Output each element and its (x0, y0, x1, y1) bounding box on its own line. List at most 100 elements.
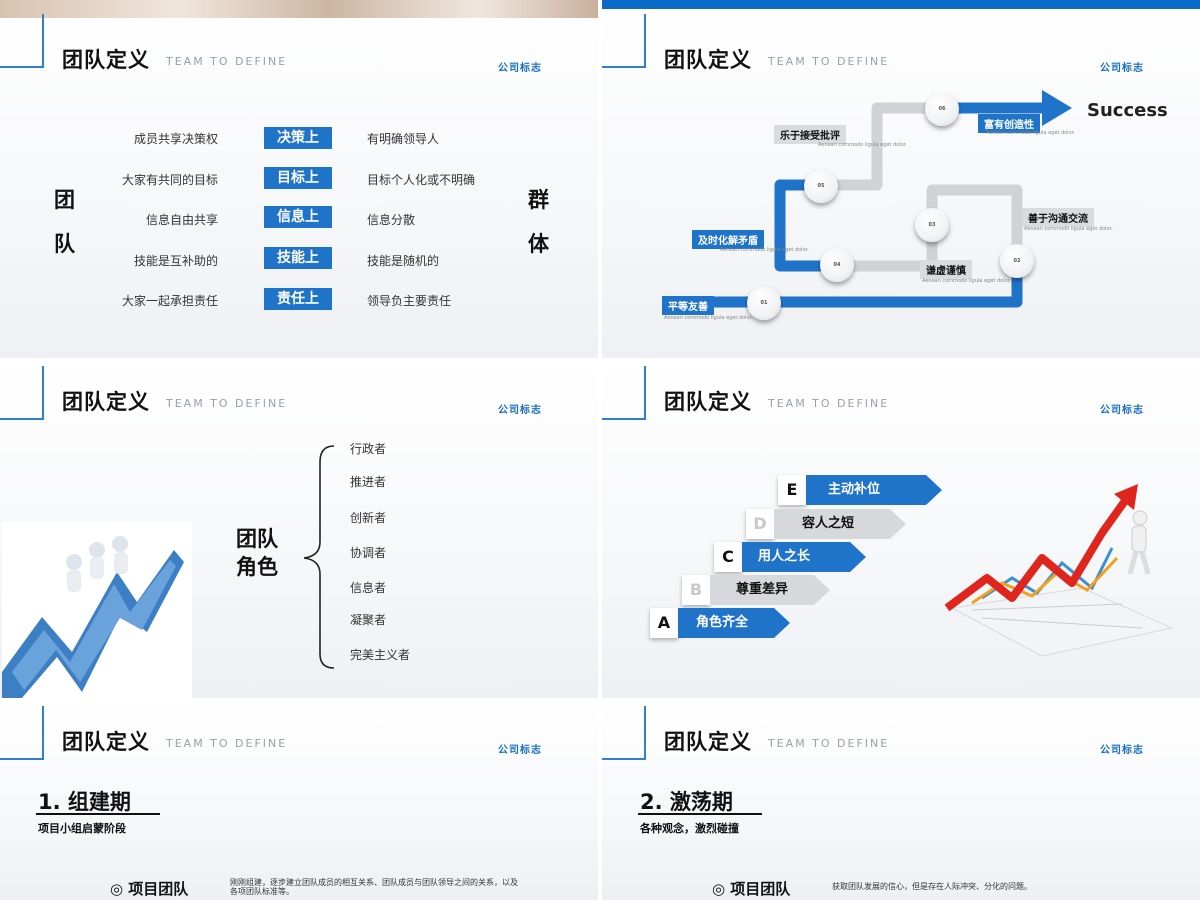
slide-forming-stage[interactable]: 团队定义 TEAM TO DEFINE 公司标志 1. 组建期 项目小组启蒙阶段… (0, 702, 598, 900)
team-char-1: 团 (54, 188, 75, 212)
role-item: 推进者 (350, 475, 387, 489)
step-letter: B (682, 575, 710, 605)
company-logo-text: 公司标志 (498, 405, 542, 416)
slide-team-qualities-path[interactable]: 团队定义 TEAM TO DEFINE 公司标志 Success 01 02 0… (602, 0, 1200, 358)
step-label: 尊重差异 (710, 575, 830, 605)
step-label: 容人之短 (774, 509, 906, 539)
header-corner-line (602, 366, 646, 420)
step-d: D 容人之短 (746, 509, 906, 539)
caption-text: Aenean commodo ligula eget dolor. (664, 315, 753, 321)
path-node-04: 04 (820, 248, 854, 282)
step-b: B 尊重差异 (682, 575, 830, 605)
step-letter: A (650, 608, 678, 638)
phase-subtitle: 各种观念，激烈碰撞 (640, 822, 739, 835)
slide-title: 团队定义 (62, 390, 150, 414)
success-label: Success (1087, 100, 1168, 121)
team-climbing-illustration (2, 522, 192, 698)
header-corner-line (0, 366, 44, 420)
team-char-2: 队 (54, 232, 75, 256)
path-node-06: 06 (925, 92, 959, 126)
slide-subtitle: TEAM TO DEFINE (768, 397, 890, 410)
row-mid-badge: 信息上 (264, 206, 332, 228)
slide-team-vs-group[interactable]: 团队定义 TEAM TO DEFINE 公司标志 团 队 群 体 成员共享决策权… (0, 0, 598, 358)
slide-subtitle: TEAM TO DEFINE (166, 55, 288, 68)
label-good-communication: 善于沟通交流 (1022, 208, 1094, 227)
caption-text: Aenean commodo ligula eget dolor. (720, 247, 809, 253)
slide-title: 团队定义 (62, 48, 150, 72)
curly-brace (303, 445, 335, 669)
row-left-text: 信息自由共享 (145, 213, 218, 227)
label-equal-friendly: 平等友善 (662, 296, 714, 315)
phase-underline (638, 813, 762, 815)
role-item: 创新者 (350, 511, 387, 525)
slide-storming-stage[interactable]: 团队定义 TEAM TO DEFINE 公司标志 2. 激荡期 各种观念，激烈碰… (602, 702, 1200, 900)
row-right-text: 信息分散 (367, 213, 416, 227)
row-left-text: 成员共享决策权 (133, 132, 218, 146)
row-mid-badge: 决策上 (264, 127, 332, 149)
project-team-label: ◎ 项目团队 (110, 880, 189, 898)
company-logo-text: 公司标志 (1100, 405, 1144, 416)
row-mid-badge: 技能上 (264, 247, 332, 269)
phase-title: 2. 激荡期 (640, 790, 733, 814)
step-letter: C (714, 542, 742, 572)
group-char-1: 群 (528, 188, 549, 212)
group-char-2: 体 (528, 232, 549, 256)
company-logo-text: 公司标志 (498, 745, 542, 756)
role-item: 协调者 (350, 546, 387, 560)
slide-title: 团队定义 (664, 390, 752, 414)
step-label: 主动补位 (806, 475, 942, 505)
role-item: 行政者 (350, 442, 387, 456)
slide-subtitle: TEAM TO DEFINE (166, 737, 288, 750)
row-left-text: 大家有共同的目标 (121, 173, 218, 187)
row-right-text: 领导负主要责任 (367, 294, 452, 308)
path-node-03: 03 (915, 208, 949, 242)
team-roles-title: 团队 角色 (236, 525, 284, 581)
header-corner-line (0, 706, 44, 760)
slide-title: 团队定义 (664, 730, 752, 754)
step-e: E 主动补位 (778, 475, 942, 505)
row-left-text: 大家一起承担责任 (121, 294, 218, 308)
label-accept-criticism: 乐于接受批评 (774, 125, 846, 144)
header-blue-strip (602, 0, 1200, 9)
label-resolve-conflict: 及时化解矛盾 (692, 230, 764, 249)
step-label: 角色齐全 (678, 608, 790, 638)
step-label: 用人之长 (742, 542, 866, 572)
slide-title: 团队定义 (62, 730, 150, 754)
title-line-2: 角色 (236, 555, 278, 579)
caption-text: Aenean commodo ligula eget dolor. (818, 142, 907, 148)
caption-text: Aenean commodo ligula eget dolor. (1024, 226, 1113, 232)
slide-subtitle: TEAM TO DEFINE (768, 737, 890, 750)
company-logo-text: 公司标志 (498, 63, 542, 74)
project-team-description: 获取团队发展的信心，但是存在人际冲突、分化的问题。 (832, 882, 1032, 891)
label-modest-careful: 谦虚谨慎 (920, 260, 972, 279)
path-node-02: 02 (1000, 244, 1034, 278)
step-letter: D (746, 509, 774, 539)
row-right-text: 有明确领导人 (367, 132, 440, 146)
caption-text: Aenean commodo ligula eget dolor. (986, 130, 1075, 136)
role-item: 信息者 (350, 581, 387, 595)
project-team-description: 刚刚组建，逐步建立团队成员的相互关系、团队成员与团队领导之间的关系，以及各项团队… (230, 878, 518, 896)
caption-text: Aenean commodo ligula eget dolor. (922, 278, 1011, 284)
company-logo-text: 公司标志 (1100, 745, 1144, 756)
label-creative: 富有创造性 (978, 114, 1040, 133)
row-mid-badge: 目标上 (264, 167, 332, 189)
slide-subtitle: TEAM TO DEFINE (768, 55, 890, 68)
header-corner-line (602, 706, 646, 760)
header-photo-strip (0, 0, 598, 18)
step-c: C 用人之长 (714, 542, 866, 572)
phase-title: 1. 组建期 (38, 790, 131, 814)
row-mid-badge: 责任上 (264, 288, 332, 310)
slide-title: 团队定义 (664, 48, 752, 72)
slide-team-building-steps[interactable]: 团队定义 TEAM TO DEFINE 公司标志 E 主动补位 D 容人之短 C… (602, 362, 1200, 698)
row-right-text: 技能是随机的 (367, 254, 440, 268)
row-left-text: 技能是互补助的 (133, 254, 218, 268)
slide-team-roles[interactable]: 团队定义 TEAM TO DEFINE 公司标志 团队 角色 行政者 推进者 创… (0, 362, 598, 698)
path-node-01: 01 (747, 286, 781, 320)
role-item: 完美主义者 (350, 648, 411, 662)
step-a: A 角色齐全 (650, 608, 790, 638)
path-node-05: 05 (804, 169, 838, 203)
rising-arrow-chart-illustration (944, 484, 1174, 657)
slide-subtitle: TEAM TO DEFINE (166, 397, 288, 410)
step-letter: E (778, 475, 806, 505)
row-right-text: 目标个人化或不明确 (367, 173, 476, 187)
